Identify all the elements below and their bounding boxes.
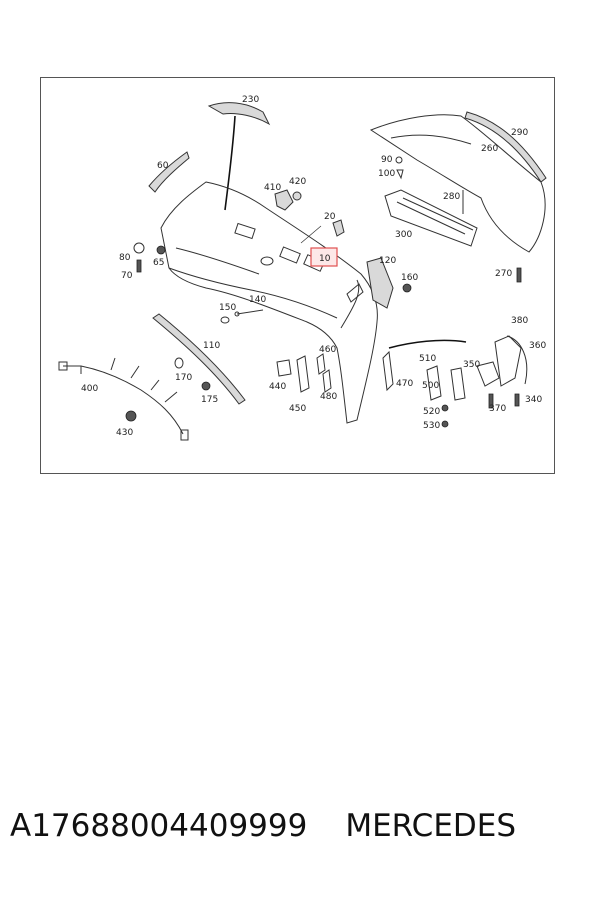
label-460: 460	[319, 345, 336, 355]
label-70: 70	[121, 271, 133, 281]
label-480: 480	[320, 392, 337, 402]
part-labels: 230 60 410 420 20 10 80 65 70 150 140 11…	[81, 95, 546, 438]
label-440: 440	[269, 382, 286, 392]
label-60: 60	[157, 161, 169, 171]
label-270: 270	[495, 269, 512, 279]
label-380: 380	[511, 316, 528, 326]
label-470: 470	[396, 379, 413, 389]
part-120-160-side-bracket	[366, 257, 412, 309]
parts-diagram-frame: 230 60 410 420 20 10 80 65 70 150 140 11…	[40, 77, 555, 474]
label-230: 230	[242, 95, 259, 105]
label-370: 370	[489, 404, 506, 414]
label-290: 290	[511, 128, 528, 138]
label-280: 280	[443, 192, 460, 202]
exploded-parts-diagram: 230 60 410 420 20 10 80 65 70 150 140 11…	[58, 95, 547, 441]
part-340-370-500-510-520-530-fasteners	[426, 365, 520, 428]
part-110-mounting-rail	[152, 313, 246, 405]
part-350-360-380-hitch-assembly	[476, 335, 528, 387]
label-170: 170	[175, 373, 192, 383]
label-400: 400	[81, 384, 98, 394]
part-270-bolt	[516, 267, 522, 283]
label-10: 10	[319, 254, 331, 264]
label-20: 20	[324, 212, 336, 222]
label-450: 450	[289, 404, 306, 414]
part-60-left-trim	[148, 151, 190, 193]
label-90: 90	[381, 155, 393, 165]
label-430: 430	[116, 428, 133, 438]
part-300-absorber	[384, 189, 478, 247]
part-440-450-460-480-brackets	[276, 353, 332, 393]
label-260: 260	[481, 144, 498, 154]
label-120: 120	[379, 256, 396, 266]
part-150-140-screw	[220, 309, 264, 324]
highlight-part-10	[310, 247, 338, 267]
part-10-bumper-cover	[160, 181, 378, 424]
label-150: 150	[219, 303, 236, 313]
part-90-100-clips	[395, 156, 404, 180]
label-350: 350	[463, 360, 480, 370]
label-110: 110	[203, 341, 220, 351]
arrow-230	[224, 115, 236, 211]
label-80: 80	[119, 253, 131, 263]
part-470-side-trim	[382, 350, 394, 392]
part-230-trim-strip	[207, 102, 271, 126]
label-530: 530	[423, 421, 440, 431]
label-500: 500	[422, 381, 439, 391]
label-340: 340	[525, 395, 542, 405]
brand-name: MERCEDES	[345, 808, 517, 844]
label-300: 300	[395, 230, 412, 240]
part-number: A17688004409999	[10, 808, 308, 844]
part-400-wiring-harness	[58, 357, 189, 441]
product-caption: A17688004409999 MERCEDES	[10, 808, 590, 844]
arrow-hitch	[388, 339, 467, 349]
label-100: 100	[378, 169, 395, 179]
label-360: 360	[529, 341, 546, 351]
label-520: 520	[423, 407, 440, 417]
label-140: 140	[249, 295, 266, 305]
part-260-290-diffuser	[369, 111, 547, 253]
part-410-bracket	[274, 189, 294, 211]
label-510: 510	[419, 354, 436, 364]
part-80-65-70-fasteners	[133, 242, 166, 273]
label-420: 420	[289, 177, 306, 187]
part-20-cap	[332, 219, 345, 237]
part-430-170-175-sensors	[125, 357, 211, 422]
part-420-clip	[292, 191, 302, 201]
label-160: 160	[401, 273, 418, 283]
label-175: 175	[201, 395, 218, 405]
label-410: 410	[264, 183, 281, 193]
label-65: 65	[153, 258, 164, 268]
